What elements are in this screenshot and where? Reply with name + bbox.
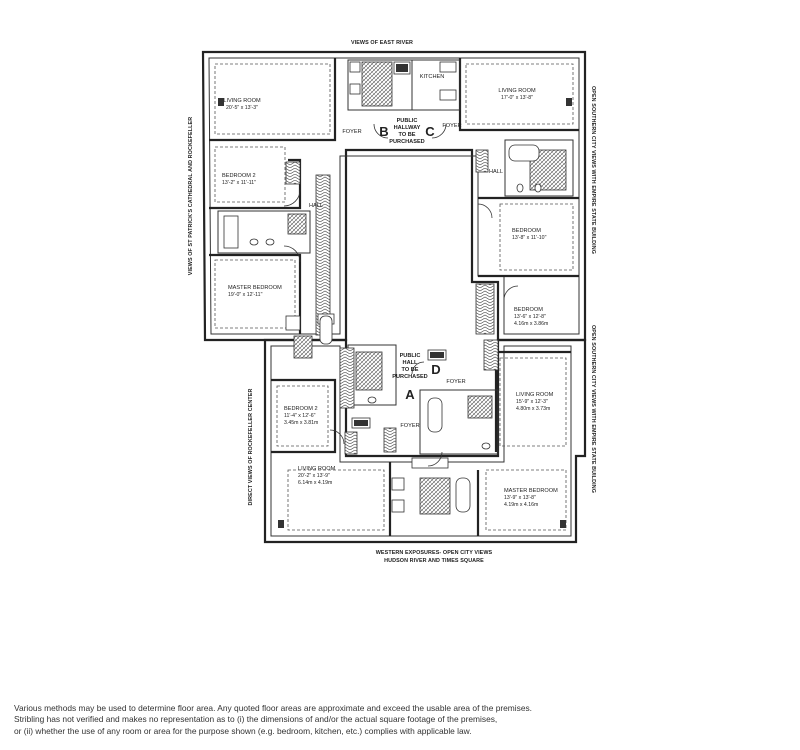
svg-text:TO BE: TO BE (402, 367, 419, 373)
svg-text:4.19m x 4.16m: 4.19m x 4.16m (504, 502, 538, 508)
disclaimer-line-3: or (ii) whether the use of any room or a… (14, 725, 472, 736)
svg-text:13'-2" x 11'-11": 13'-2" x 11'-11" (222, 180, 256, 186)
svg-text:HALL: HALL (403, 360, 418, 366)
kitchen-label: KITCHEN (420, 74, 445, 80)
svg-text:BEDROOM 2: BEDROOM 2 (222, 173, 256, 179)
svg-text:20'-5" x 13'-3": 20'-5" x 13'-3" (226, 105, 258, 111)
room-b-living: LIVING ROOM 20'-5" x 13'-3" (223, 98, 261, 111)
view-label-east-upper: OPEN SOUTHERN CITY VIEWS WITH EMPIRE STA… (590, 86, 596, 254)
svg-text:PUBLIC: PUBLIC (397, 118, 418, 124)
room-c-living: LIVING ROOM 17'-0" x 13'-8" (498, 88, 536, 101)
svg-text:LIVING ROOM: LIVING ROOM (298, 466, 336, 472)
svg-text:17'-0" x 13'-8": 17'-0" x 13'-8" (501, 95, 533, 101)
disclaimer: Various methods may be used to determine… (14, 703, 784, 737)
public-hallway-label: PUBLIC HALLWAY TO BE PURCHASED (389, 118, 424, 145)
svg-text:TO BE: TO BE (399, 132, 416, 138)
svg-text:13'-9" x 13'-8": 13'-9" x 13'-8" (504, 495, 536, 501)
foyer-label-a: FOYER (400, 423, 419, 429)
svg-text:PURCHASED: PURCHASED (392, 374, 427, 380)
upper-block-fixtures (218, 61, 572, 336)
room-c-bedroom: BEDROOM 13'-8" x 11'-10" (512, 228, 547, 241)
hall-label-b: HALL (309, 203, 323, 209)
foyer-label-b: FOYER (342, 129, 361, 135)
foyer-label-d: FOYER (446, 379, 465, 385)
view-label-west-upper: VIEWS OF ST PATRICK'S CATHEDRAL AND ROCK… (188, 117, 194, 275)
svg-text:13'-6" x 12'-8": 13'-6" x 12'-8" (514, 314, 546, 320)
room-d-living: LIVING ROOM 15'-9" x 12'-3" 4.80m x 3.73… (516, 392, 554, 412)
unit-letter-b: B (379, 124, 388, 139)
svg-text:13'-8" x 11'-10": 13'-8" x 11'-10" (512, 235, 547, 241)
svg-text:6.14m x 4.19m: 6.14m x 4.19m (298, 480, 332, 486)
room-d-bedroom: BEDROOM 13'-6" x 12'-8" 4.16m x 3.86m (514, 307, 548, 327)
room-a-master: MASTER BEDROOM 13'-9" x 13'-8" 4.19m x 4… (504, 488, 558, 508)
unit-letter-c: C (425, 124, 435, 139)
door-swings (283, 123, 519, 467)
floor-plan: VIEWS OF EAST RIVER WESTERN EXPOSURES- O… (188, 40, 596, 564)
svg-text:15'-9" x 12'-3": 15'-9" x 12'-3" (516, 399, 548, 405)
svg-text:BEDROOM 2: BEDROOM 2 (284, 406, 318, 412)
unit-letter-a: A (405, 387, 415, 402)
view-label-east-lower: OPEN SOUTHERN CITY VIEWS WITH EMPIRE STA… (590, 325, 596, 493)
foyer-label-c: FOYER (442, 123, 461, 129)
svg-text:19'-0" x 12'-11": 19'-0" x 12'-11" (228, 292, 263, 298)
disclaimer-line-1: Various methods may be used to determine… (14, 703, 533, 713)
public-hall-label: PUBLIC HALL TO BE PURCHASED (392, 353, 427, 380)
svg-text:BEDROOM: BEDROOM (514, 307, 543, 313)
disclaimer-line-2: Stribling has not verified and makes no … (14, 714, 498, 725)
svg-text:MASTER BEDROOM: MASTER BEDROOM (228, 285, 282, 291)
unit-letter-d: D (431, 362, 440, 377)
view-label-south-line1: WESTERN EXPOSURES- OPEN CITY VIEWS (376, 550, 493, 556)
room-a-living: LIVING ROOM 20'-2" x 13'-9" 6.14m x 4.19… (298, 466, 336, 486)
room-b-bedroom2: BEDROOM 2 13'-2" x 11'-11" (222, 173, 256, 186)
view-label-west-lower: DIRECT VIEWS OF ROCKEFELLER CENTER (248, 389, 254, 506)
room-b-master: MASTER BEDROOM 19'-0" x 12'-11" (228, 285, 282, 298)
svg-text:PUBLIC: PUBLIC (400, 353, 421, 359)
svg-text:11'-4" x 12'-6": 11'-4" x 12'-6" (284, 413, 316, 419)
svg-text:MASTER BEDROOM: MASTER BEDROOM (504, 488, 558, 494)
hall-label-c: HALL (489, 169, 503, 175)
view-label-south-line2: HUDSON RIVER AND TIMES SQUARE (384, 558, 484, 564)
view-label-north: VIEWS OF EAST RIVER (351, 40, 413, 46)
svg-text:HALLWAY: HALLWAY (394, 125, 421, 131)
svg-text:4.16m x 3.86m: 4.16m x 3.86m (514, 321, 548, 327)
svg-text:20'-2" x 13'-9": 20'-2" x 13'-9" (298, 473, 330, 479)
svg-text:LIVING ROOM: LIVING ROOM (498, 88, 536, 94)
svg-text:PURCHASED: PURCHASED (389, 139, 424, 145)
svg-text:LIVING ROOM: LIVING ROOM (516, 392, 554, 398)
svg-text:LIVING ROOM: LIVING ROOM (223, 98, 261, 104)
svg-text:BEDROOM: BEDROOM (512, 228, 541, 234)
svg-text:3.45m x 3.81m: 3.45m x 3.81m (284, 420, 318, 426)
svg-text:4.80m x 3.73m: 4.80m x 3.73m (516, 406, 550, 412)
room-a-bedroom2: BEDROOM 2 11'-4" x 12'-6" 3.45m x 3.81m (284, 406, 318, 426)
lower-block-fixtures (278, 315, 566, 528)
